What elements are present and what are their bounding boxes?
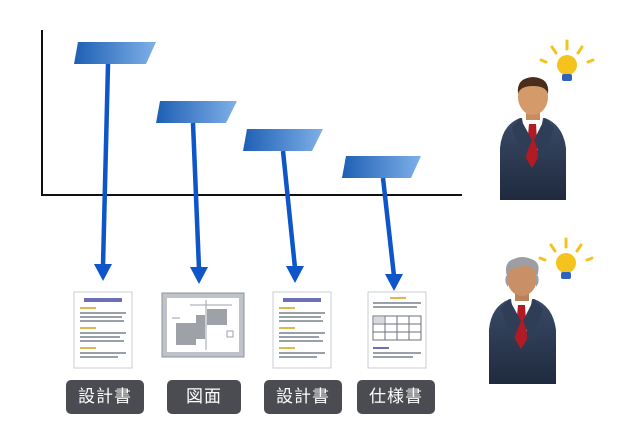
- arrow-3: [280, 150, 298, 269]
- document-label-1: 設計書: [66, 380, 144, 414]
- document-label-2: 図面: [167, 380, 241, 414]
- person-senior-businessman: [489, 257, 556, 384]
- chart-axes: [41, 30, 462, 196]
- arrow-1: [100, 63, 111, 267]
- person-young-businessman: [500, 77, 566, 200]
- arrow-head-3: [286, 266, 304, 283]
- arrow-head-1: [94, 264, 112, 281]
- arrow-4: [380, 177, 397, 277]
- document-label-4: 仕様書: [357, 380, 435, 414]
- arrow-head-2: [190, 267, 208, 284]
- arrow-2: [190, 122, 202, 270]
- stage-banner-1: [74, 42, 156, 64]
- lightbulb-icon: [538, 237, 594, 279]
- arrow-head-4: [385, 274, 403, 291]
- document-label-3: 設計書: [264, 380, 342, 414]
- stage-banner-4: [342, 156, 421, 178]
- document-spec-1: [73, 291, 133, 369]
- stage-banner-3: [243, 129, 323, 151]
- document-table: [367, 291, 427, 369]
- document-drawing: [161, 292, 245, 358]
- document-spec-2: [272, 291, 332, 369]
- lightbulb-icon: [539, 39, 595, 81]
- stage-banner-2: [156, 101, 237, 123]
